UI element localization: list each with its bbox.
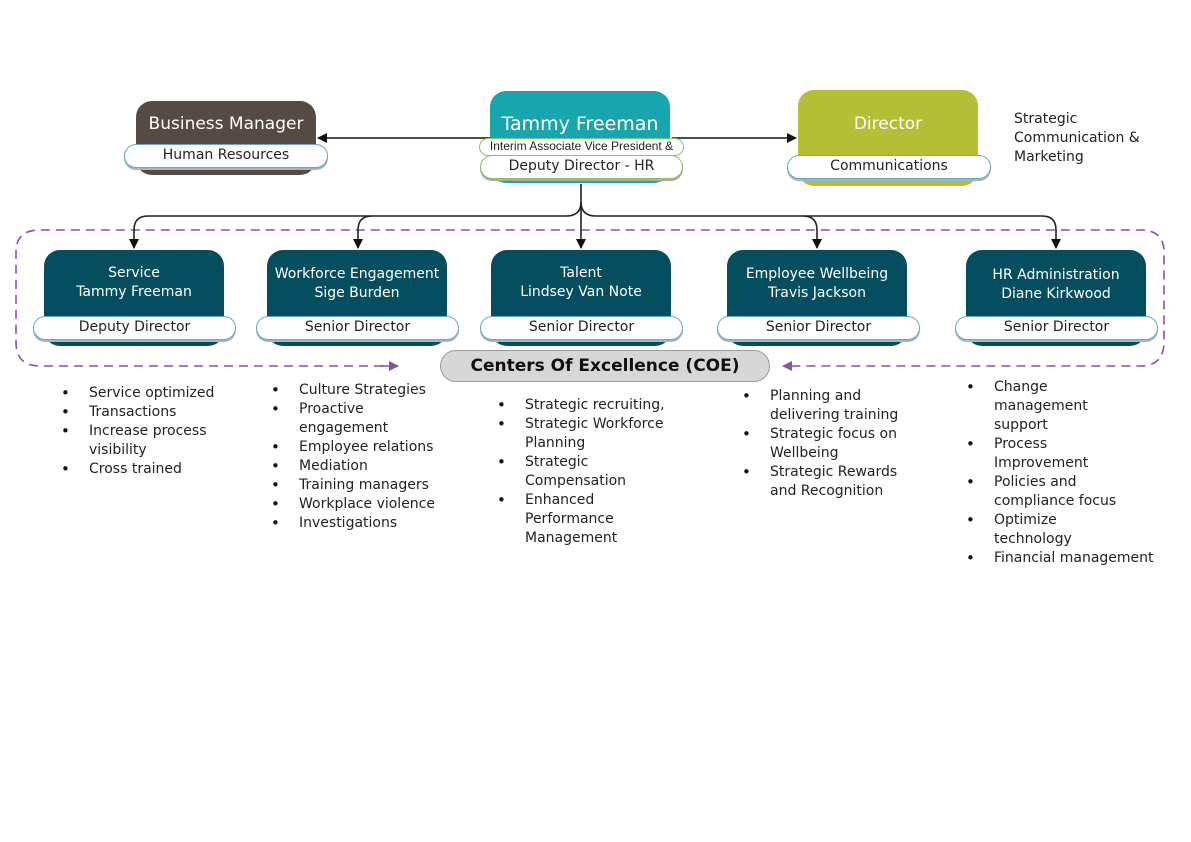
dept-title-workforce-engagement: Senior Director (256, 316, 459, 340)
leader-role-line1: Interim Associate Vice President & (479, 138, 684, 156)
trunk-line (129, 184, 582, 249)
bullet-item: Training managers (271, 476, 441, 495)
dashed-loop-left (15, 229, 1165, 371)
bullet-item: Process Improvement (966, 435, 1094, 473)
bullet-item: Strategic Compensation (497, 453, 635, 491)
dept-title-hr-administration: Senior Director (955, 316, 1158, 340)
bullets-service: Service optimized Transactions Increase … (61, 384, 221, 479)
bullets-employee-wellbeing: Planning and delivering training Strateg… (742, 387, 902, 501)
bullet-item: Strategic Rewards and Recognition (742, 463, 900, 501)
director-subtitle: Communications (787, 155, 991, 179)
leader-role-line2: Deputy Director - HR (480, 155, 683, 179)
bullet-item: Financial management (966, 549, 1156, 568)
bullet-item: Strategic Workforce Planning (497, 415, 665, 453)
dept-title-talent: Senior Director (480, 316, 683, 340)
bullet-item: Enhanced Performance Management (497, 491, 625, 548)
bullet-item: Strategic recruiting, (497, 396, 669, 415)
coe-label: Centers Of Excellence (COE) (440, 350, 770, 382)
bullet-item: Change management support (966, 378, 1094, 435)
dept-title-service: Deputy Director (33, 316, 236, 340)
bullet-item: Strategic focus on Wellbeing (742, 425, 900, 463)
bullet-item: Investigations (271, 514, 441, 533)
bullet-item: Service optimized (61, 384, 221, 403)
business-manager-title: Business Manager (148, 114, 304, 134)
bullets-talent: Strategic recruiting, Strategic Workforc… (497, 396, 669, 548)
business-manager-subtitle: Human Resources (124, 144, 328, 168)
bullet-item: Workplace violence (271, 495, 441, 514)
bullets-workforce-engagement: Culture Strategies Proactive engagement … (271, 381, 441, 533)
bullet-item: Cross trained (61, 460, 221, 479)
bullet-item: Mediation (271, 457, 441, 476)
bullet-item: Optimize technology (966, 511, 1094, 549)
bullet-item: Transactions (61, 403, 221, 422)
dept-title-employee-wellbeing: Senior Director (717, 316, 920, 340)
bullet-item: Planning and delivering training (742, 387, 902, 425)
bullet-item: Policies and compliance focus (966, 473, 1124, 511)
leader-name: Tammy Freeman (501, 113, 659, 135)
bullet-item: Increase process visibility (61, 422, 221, 460)
bullets-hr-administration: Change management support Process Improv… (966, 378, 1156, 568)
director-note: Strategic Communication & Marketing (1014, 111, 1140, 165)
bullet-item: Proactive engagement (271, 400, 399, 438)
bullet-item: Culture Strategies (271, 381, 441, 400)
director-title: Director (853, 114, 923, 134)
bullet-item: Employee relations (271, 438, 441, 457)
